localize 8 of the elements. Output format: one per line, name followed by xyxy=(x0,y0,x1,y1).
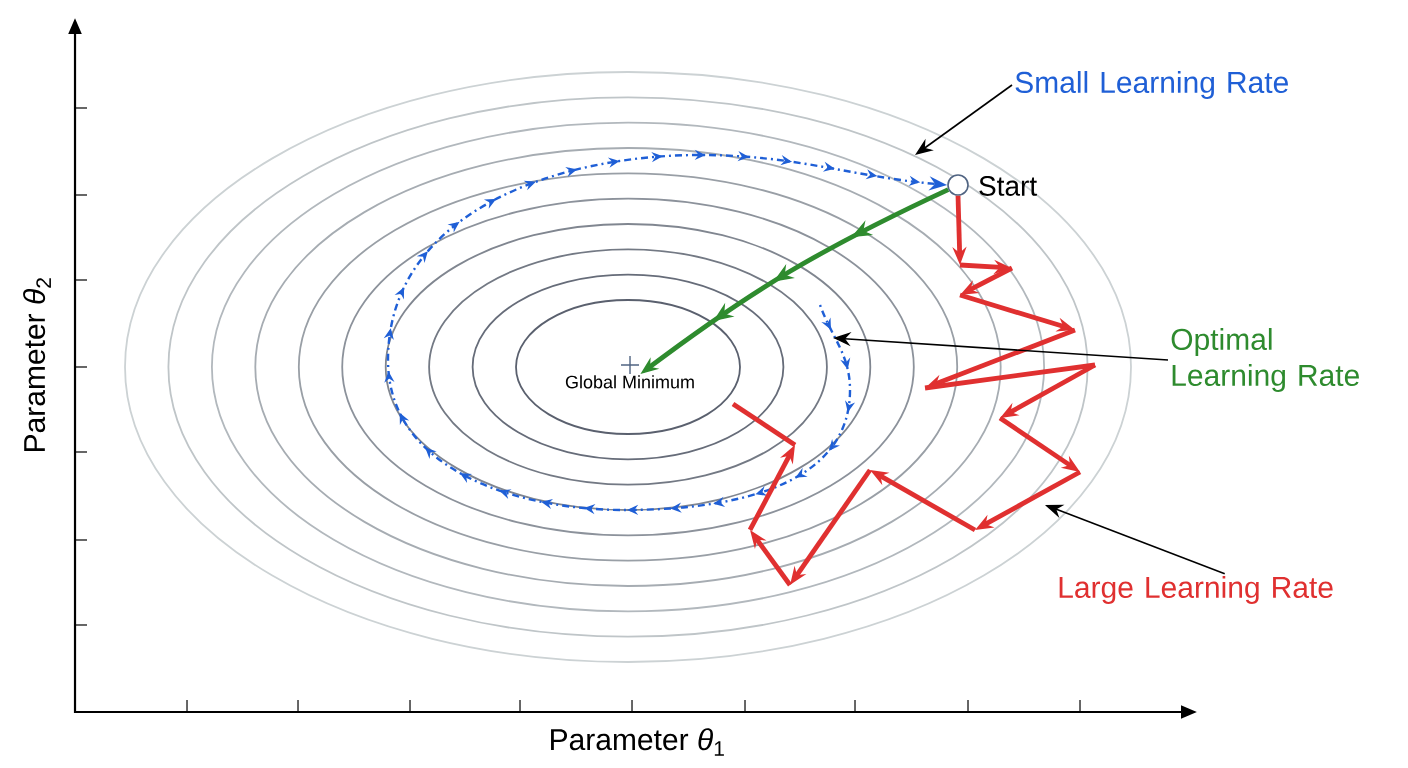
point-label: Global Minimum xyxy=(565,375,694,389)
descent-path xyxy=(731,195,1097,587)
axis-label: Parameter θ$_{2}$ xyxy=(23,278,51,451)
rate-label: Small Learning Rate xyxy=(1015,71,1288,99)
point-label: Start xyxy=(979,176,1037,196)
rate-label: Optimal Learning Rate xyxy=(1171,328,1359,392)
rate-label: Large Learning Rate xyxy=(1059,576,1333,604)
axis-label: Parameter θ$_{1}$ xyxy=(551,728,724,756)
